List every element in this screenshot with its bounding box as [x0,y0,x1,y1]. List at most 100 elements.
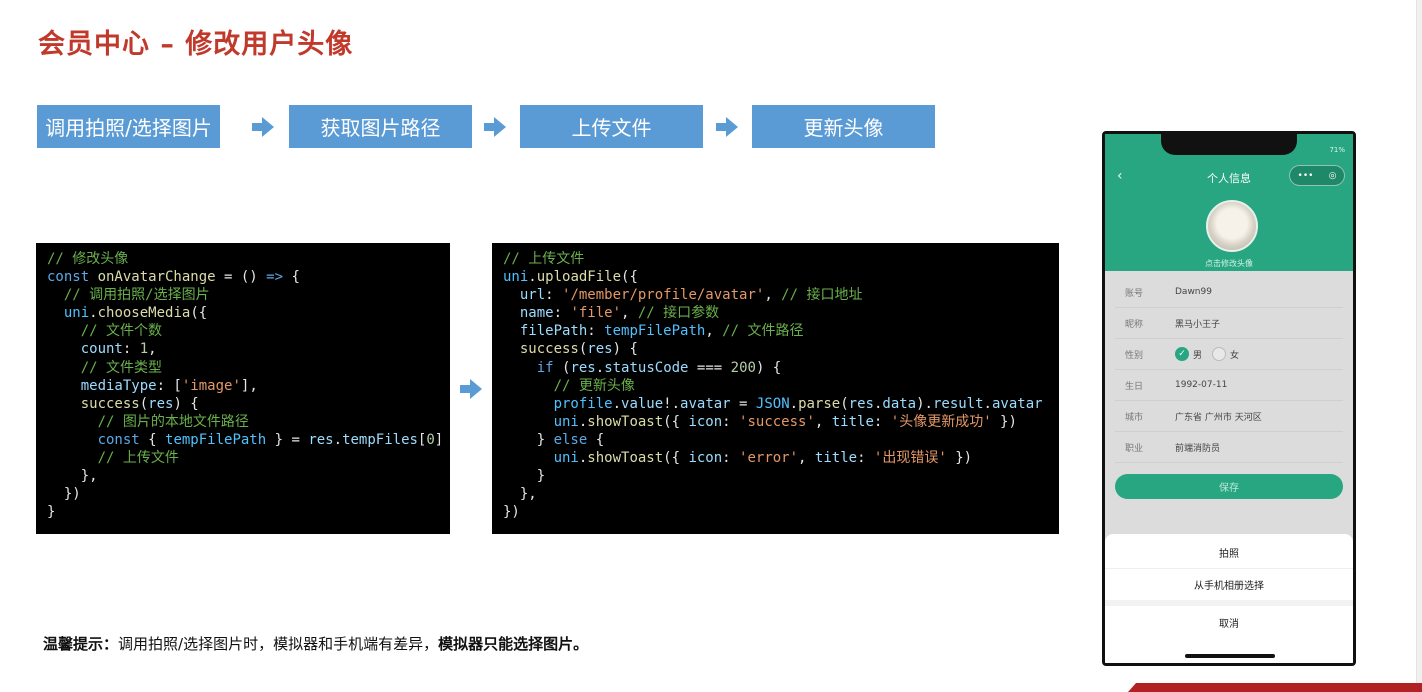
code-token: success [503,341,579,358]
code-token: }) [946,450,973,467]
code-token: res [570,359,596,376]
code-token: ) { [612,341,638,358]
code-line: mediaType: ['image'], [47,377,450,395]
code-token: avatar [991,395,1043,412]
close-target-icon[interactable]: ◎ [1328,170,1337,181]
code-token: else [553,431,588,448]
code-token: icon [688,413,723,430]
code-token: 200 [730,359,756,376]
code-token: uni [503,269,529,286]
code-token: // 接口参数 [637,305,720,322]
code-token: chooseMedia [97,305,191,322]
mini-program-capsule[interactable]: ••• ◎ [1289,165,1345,186]
code-line: }) [503,503,1059,521]
code-token: : [857,450,874,467]
code-token: : [873,413,891,430]
code-token: res [148,395,174,412]
avatar[interactable] [1206,200,1258,252]
code-token: ] [434,431,444,448]
avatar-tip[interactable]: 点击修改头像 [1205,259,1253,268]
code-line: }, [503,485,1059,503]
code-token: . [983,395,992,412]
code-token: : [ [156,377,182,394]
sheet-item-album[interactable]: 从手机相册选择 [1194,581,1264,592]
field-account: 账号 Dawn99 [1115,277,1343,308]
code-token: !. [663,395,681,412]
field-value: Dawn99 [1175,287,1212,297]
home-indicator [1185,654,1275,658]
code-token: . [333,431,343,448]
field-birthday[interactable]: 生日 1992-07-11 [1115,370,1343,401]
code-token: name [503,305,554,322]
code-token: filePath [503,323,588,340]
code-line: } [503,467,1059,485]
radio-male-checked-icon[interactable]: ✓ [1175,347,1189,361]
save-button[interactable]: 保存 [1115,474,1343,499]
code-line: }, [47,467,450,485]
code-token: [ [417,431,427,448]
tip-text: 温馨提示：调用拍照/选择图片时，模拟器和手机端有差异，模拟器只能选择图片。 [43,633,588,654]
code-token: ({ [663,450,689,467]
code-line: success(res) { [503,340,1059,358]
code-line: count: 1, [47,340,450,358]
more-icon[interactable]: ••• [1297,170,1314,181]
code-line: // 文件个数 [47,322,450,340]
scrollbar[interactable] [1416,0,1422,692]
code-token: res [308,431,334,448]
code-token: uni [47,305,90,322]
code-token: res [848,395,874,412]
code-token: showToast [587,413,664,430]
radio-female-label[interactable]: 女 [1230,350,1240,361]
code-token: . [612,395,622,412]
radio-female-icon[interactable] [1212,347,1227,361]
code-token: parse [798,395,841,412]
tip-emphasis: 模拟器只能选择图片。 [438,635,589,653]
code-line: // 上传文件 [47,449,450,467]
code-token: => [266,269,284,286]
code-token: // 文件个数 [47,323,163,340]
code-token: url [503,287,546,304]
code-token: 'error' [739,450,799,467]
code-token: . [528,269,537,286]
code-token: === [688,359,731,376]
tip-body: 调用拍照/选择图片时，模拟器和手机端有差异， [118,635,439,653]
code-token: }) [503,504,520,521]
code-token: result [932,395,984,412]
code-line: uni.chooseMedia({ [47,304,450,322]
code-token: . [578,413,588,430]
code-token: ) { [755,359,782,376]
nickname-input[interactable]: 黑马小王子 [1175,319,1221,330]
code-token: 0 [426,431,435,448]
code-token: ({ [663,413,689,430]
sheet-item-camera[interactable]: 拍照 [1219,549,1239,560]
birthday-picker[interactable]: 1992-07-11 [1175,380,1228,390]
field-label: 城市 [1125,412,1144,423]
code-token: res [587,341,613,358]
radio-male-label[interactable]: 男 [1193,350,1203,361]
code-line: name: 'file', // 接口参数 [503,304,1059,322]
profession-input[interactable]: 前端消防员 [1175,443,1221,454]
code-token: const [47,431,149,448]
code-token: title [814,450,858,467]
code-token: showToast [587,450,664,467]
code-token: } [47,504,56,521]
phone-mockup: 71% ‹ 个人信息 ••• ◎ 点击修改头像 账号 Dawn99 昵称 黑马小… [1102,131,1356,666]
city-picker[interactable]: 广东省 广州市 天河区 [1175,412,1262,423]
code-token: , [814,413,832,430]
code-token: ) { [173,395,199,412]
code-token: uni [503,413,579,430]
code-token: : [545,287,563,304]
sheet-cancel-button[interactable]: 取消 [1219,619,1239,630]
field-nickname[interactable]: 昵称 黑马小王子 [1115,308,1343,339]
code-token: , [798,450,815,467]
field-gender: 性别 ✓ 男 女 [1115,339,1343,370]
code-token: onAvatarChange [97,269,216,286]
flow-step-upload: 上传文件 [520,105,703,148]
code-token: }) [991,413,1017,430]
back-icon[interactable]: ‹ [1117,168,1123,184]
field-city[interactable]: 城市 广东省 广州市 天河区 [1115,401,1343,432]
field-profession[interactable]: 职业 前端消防员 [1115,432,1343,463]
code-token: } = [266,431,309,448]
code-token: . [789,395,799,412]
code-token: { [148,431,166,448]
